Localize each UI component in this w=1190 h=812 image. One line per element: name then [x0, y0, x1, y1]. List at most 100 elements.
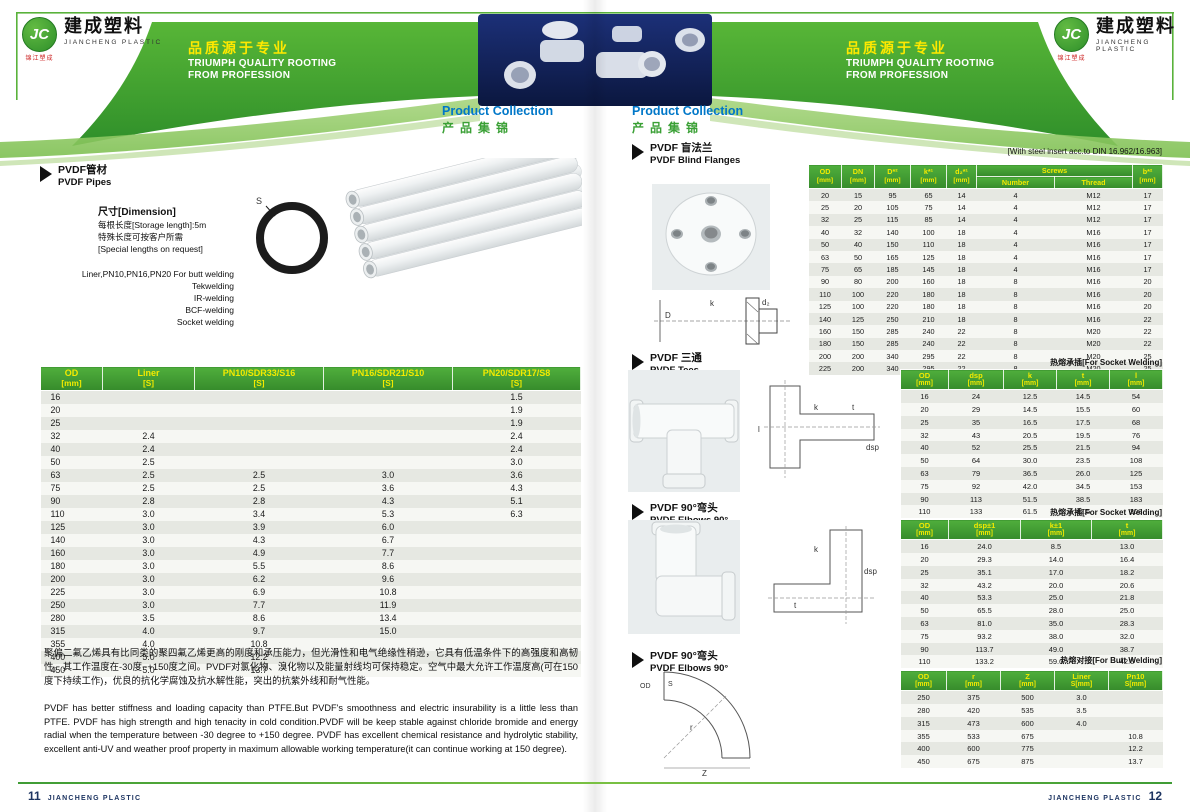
section-title-cn: PVDF 90°弯头: [650, 502, 718, 514]
column-header: DN[mm]: [841, 164, 875, 189]
s-label: S: [256, 196, 262, 206]
column-header: OD[mm]: [40, 366, 103, 391]
column-header: dsp[mm]: [948, 368, 1004, 391]
slogan-cn: 品质源于专业: [846, 40, 948, 56]
welding-line: Socket welding: [176, 317, 234, 327]
section-flag-icon: [632, 652, 644, 668]
jc-logo-icon: JC: [1054, 17, 1089, 52]
brand-name-cn: 建成塑料: [1096, 16, 1176, 36]
footer-brand: JIANCHENG PLASTIC: [1048, 795, 1142, 802]
section-flag-icon: [632, 354, 644, 370]
section-pvdf-pipes: PVDF管材 PVDF Pipes: [40, 164, 111, 188]
section-title-en: PVDF Elbows 90°: [650, 662, 729, 674]
column-header: Z[mm]: [1000, 669, 1055, 692]
column-header: PN10/SDR33/S16[S]: [194, 366, 324, 391]
elbows-socket-header-row: OD[mm]dsp±1[mm]k±1[mm]t[mm]: [900, 518, 1163, 541]
od-dim-label: OD: [640, 683, 651, 690]
r-dim-label: r: [690, 723, 693, 732]
note-line: 每根长度[Storage length]:5m: [98, 220, 207, 230]
jc-logo-text: JC: [29, 26, 50, 43]
brand-name-cn: 建成塑料: [64, 16, 144, 36]
column-header: OD[mm]: [900, 669, 947, 692]
section-flag-icon: [632, 144, 644, 160]
brand-logo-right: JC 锦江塑成 建成塑料 JIANCHENG PLASTIC: [1054, 16, 1190, 62]
column-header: k*¹[mm]: [910, 164, 947, 189]
description-paragraph-cn: 聚偏二氟乙烯具有比同类的聚四氟乙烯更高的刚度和承压能力，但光滑性和电气绝缘性稍逊…: [44, 647, 578, 686]
slogan-en-line1: TRIUMPH QUALITY ROOTING: [188, 58, 337, 69]
jc-logo-icon: JC: [22, 17, 57, 52]
section-flag-icon: [632, 504, 644, 520]
column-header: k[mm]: [1003, 368, 1057, 391]
slogan-en-line2: FROM PROFESSION: [846, 70, 949, 81]
collection-heading-right: Product Collection 产品集锦: [632, 104, 743, 136]
l-dim-label: l: [758, 425, 760, 434]
welding-line: Liner,PN10,PN16,PN20 For butt welding: [81, 269, 234, 279]
column-header: d₂*¹[mm]: [946, 164, 977, 189]
d-dim-label: D: [665, 311, 671, 320]
section-flag-icon: [40, 166, 52, 182]
column-header-screws: Screws: [976, 164, 1133, 177]
t-dim-label: t: [852, 403, 855, 412]
column-header: t[mm]: [1091, 518, 1163, 541]
welding-line: IR-welding: [193, 293, 234, 303]
pipes-photo: [345, 158, 582, 279]
brand-name-en: JIANCHENG PLASTIC: [1096, 38, 1151, 53]
column-header: k±1[mm]: [1020, 518, 1092, 541]
section-title-cn: PVDF 盲法兰: [650, 142, 713, 154]
description-paragraph-en: PVDF has better stiffness and loading ca…: [44, 703, 578, 754]
slogan-en-line1: TRIUMPH QUALITY ROOTING: [846, 58, 995, 69]
elbows-socket-welding-note: 热熔承插[For Socket Welding]: [1050, 508, 1162, 517]
pipes-table: OD[mm]Liner[S]PN10/SDR33/S16[S]PN16/SDR2…: [40, 366, 581, 677]
note-line: 特殊长度可按客户所需: [98, 232, 184, 242]
section-blind-flanges: PVDF 盲法兰 PVDF Blind Flanges: [632, 142, 740, 166]
collection-title-cn: 产品集锦: [442, 121, 515, 135]
tees-welding-note: 热熔承插[For Socket Welding]: [1050, 358, 1162, 367]
butt-elbow-diagram: r Z OD S: [640, 671, 751, 778]
pipe-fittings-photo: [478, 14, 712, 106]
column-header: OD[mm]: [900, 518, 949, 541]
elbows-butt-welding-note: 热熔对接[For Butt Welding]: [1060, 656, 1162, 665]
welding-line: BCF-welding: [185, 305, 234, 315]
dsp-dim-label: dsp: [866, 443, 879, 452]
k-dim-label: k: [814, 403, 819, 412]
collection-title-cn: 产品集锦: [632, 121, 705, 135]
elbow-photo: [628, 520, 740, 634]
